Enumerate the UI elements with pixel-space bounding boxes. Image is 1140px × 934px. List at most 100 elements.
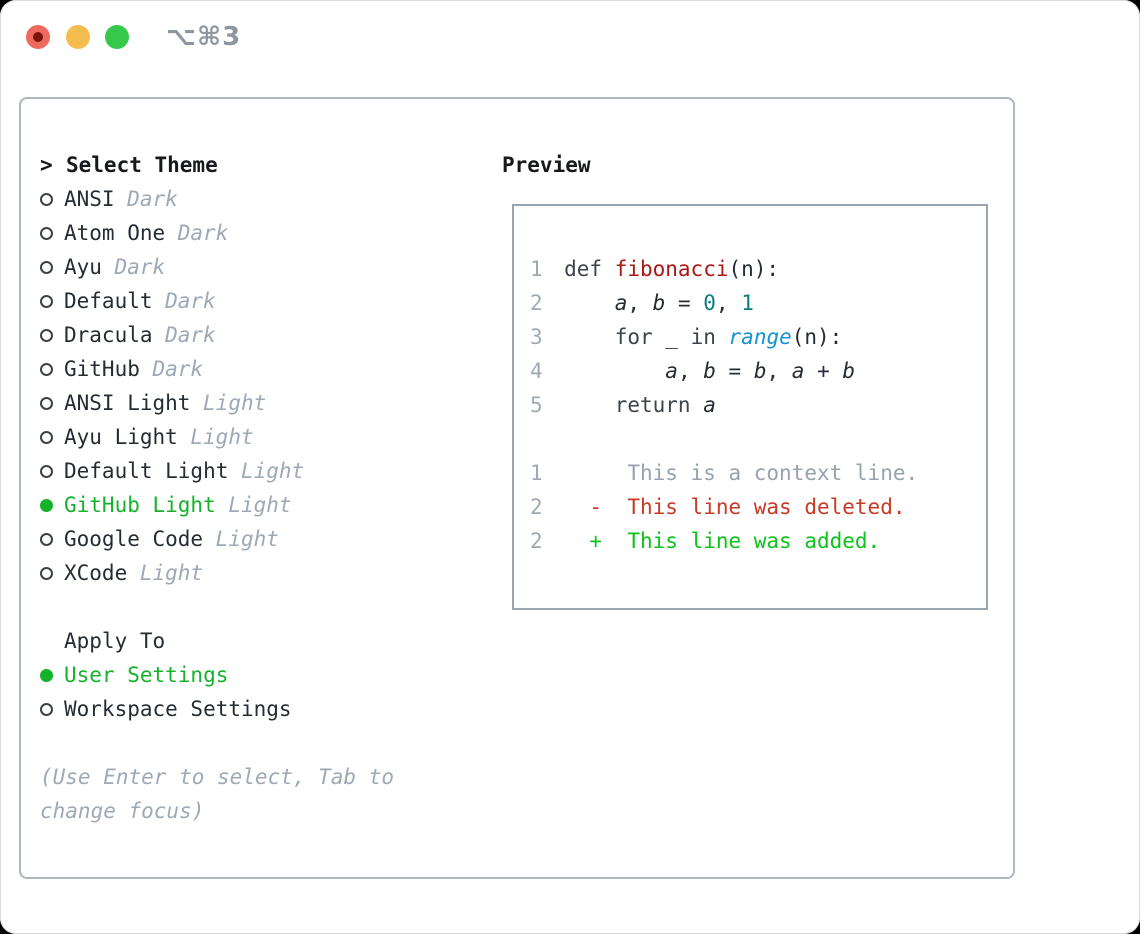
theme-option-google-code[interactable]: Google Code Light bbox=[40, 522, 480, 556]
apply-option-label: User Settings bbox=[64, 663, 229, 687]
code-token-pl: (n): bbox=[791, 325, 843, 349]
theme-mode-label: Light bbox=[139, 561, 204, 585]
code-token-pl: _ bbox=[652, 325, 691, 349]
code-token-pl: , bbox=[677, 359, 704, 383]
code-token-num: 1 bbox=[741, 291, 754, 315]
code-token-var: b bbox=[703, 359, 716, 383]
apply-to-heading: Apply To bbox=[40, 624, 480, 658]
theme-name: ANSI bbox=[64, 187, 115, 211]
theme-mode-label: Light bbox=[203, 391, 267, 415]
close-button[interactable] bbox=[26, 25, 50, 49]
theme-mode-label: Dark bbox=[152, 357, 204, 381]
code-token-add: + This line was added. bbox=[564, 529, 881, 553]
radio-icon bbox=[40, 362, 53, 376]
code-token-pl: , bbox=[766, 359, 792, 383]
theme-name: ANSI Light bbox=[64, 391, 191, 415]
code-line bbox=[530, 422, 986, 456]
code-token-var: a bbox=[703, 393, 716, 417]
theme-mode-label: Light bbox=[215, 527, 279, 551]
code-token-pl bbox=[564, 388, 615, 422]
zoom-button[interactable] bbox=[105, 25, 129, 49]
theme-option-github[interactable]: GitHub Dark bbox=[40, 352, 480, 386]
theme-option-ansi-light[interactable]: ANSI Light Light bbox=[40, 386, 480, 420]
code-token-fn: fibonacci bbox=[614, 257, 729, 281]
select-theme-heading: > Select Theme bbox=[40, 148, 480, 182]
code-line: 3 for _ in range(n): bbox=[530, 320, 986, 354]
code-token-pl bbox=[564, 286, 615, 320]
code-token-kw: for bbox=[614, 325, 653, 349]
code-line: 5 return a bbox=[530, 388, 986, 422]
line-number: 4 bbox=[530, 359, 543, 383]
apply-option-user-settings[interactable]: User Settings bbox=[40, 658, 480, 692]
line-number: 1 bbox=[530, 461, 543, 485]
line-number: 1 bbox=[530, 257, 543, 281]
preview-heading: Preview bbox=[502, 153, 591, 177]
theme-name: GitHub bbox=[64, 357, 140, 381]
theme-option-ansi[interactable]: ANSI Dark bbox=[40, 182, 480, 216]
radio-icon bbox=[40, 532, 53, 546]
code-line: 1 This is a context line. bbox=[530, 456, 986, 490]
code-token-ctx: This is a context line. bbox=[564, 461, 919, 485]
apply-to-heading-label: Apply To bbox=[64, 629, 166, 653]
focus-cursor: > bbox=[40, 153, 53, 177]
theme-name: Dracula bbox=[64, 323, 153, 347]
minimize-button[interactable] bbox=[66, 25, 90, 49]
apply-option-workspace-settings[interactable]: Workspace Settings bbox=[40, 692, 480, 726]
theme-name: Default bbox=[64, 289, 153, 313]
code-token-pl bbox=[564, 354, 665, 388]
code-token-var: b bbox=[652, 291, 666, 315]
theme-option-ayu-light[interactable]: Ayu Light Light bbox=[40, 420, 480, 454]
line-number bbox=[530, 422, 543, 456]
window-title: ⌥⌘3 bbox=[166, 22, 242, 52]
close-button-dot bbox=[33, 32, 43, 42]
spacer bbox=[40, 590, 480, 624]
line-number: 5 bbox=[530, 393, 543, 417]
theme-mode-label: Dark bbox=[165, 323, 216, 347]
radio-icon bbox=[40, 294, 53, 308]
theme-option-default[interactable]: Default Dark bbox=[40, 284, 480, 318]
code-token-pl: , bbox=[627, 291, 653, 315]
code-token-pl: = bbox=[665, 291, 704, 315]
keyboard-hint: (Use Enter to select, Tab to change focu… bbox=[40, 765, 395, 823]
radio-icon bbox=[40, 430, 53, 444]
theme-name: Google Code bbox=[64, 527, 204, 551]
code-token-pl: + bbox=[804, 359, 843, 383]
theme-mode-label: Light bbox=[228, 493, 292, 517]
theme-mode-label: Dark bbox=[114, 255, 166, 279]
line-number: 2 bbox=[530, 495, 543, 519]
theme-name: XCode bbox=[64, 561, 128, 585]
theme-mode-label: Light bbox=[190, 425, 254, 449]
select-theme-heading-label: Select Theme bbox=[66, 153, 218, 177]
code-token-pl bbox=[716, 320, 729, 354]
theme-mode-label: Dark bbox=[165, 289, 216, 313]
theme-mode-label: Dark bbox=[127, 187, 178, 211]
title-bar: ⌥⌘3 bbox=[0, 0, 1140, 74]
code-token-var: b bbox=[753, 359, 767, 383]
code-token-var: b bbox=[842, 359, 856, 383]
theme-name: Ayu bbox=[64, 255, 102, 279]
code-line: 2 + This line was added. bbox=[530, 524, 986, 558]
theme-option-ayu[interactable]: Ayu Dark bbox=[40, 250, 480, 284]
radio-icon bbox=[40, 192, 53, 206]
code-token-pl: = bbox=[715, 359, 754, 383]
theme-option-xcode[interactable]: XCode Light bbox=[40, 556, 480, 590]
code-token-var: a bbox=[614, 291, 628, 315]
theme-option-dracula[interactable]: Dracula Dark bbox=[40, 318, 480, 352]
theme-name: Ayu Light bbox=[64, 425, 178, 449]
code-token-var: a bbox=[665, 359, 678, 383]
radio-icon bbox=[40, 260, 53, 274]
code-token-var: a bbox=[791, 359, 805, 383]
code-token-del: - This line was deleted. bbox=[564, 495, 906, 519]
line-number: 2 bbox=[530, 529, 543, 553]
theme-name: Atom One bbox=[64, 221, 166, 245]
